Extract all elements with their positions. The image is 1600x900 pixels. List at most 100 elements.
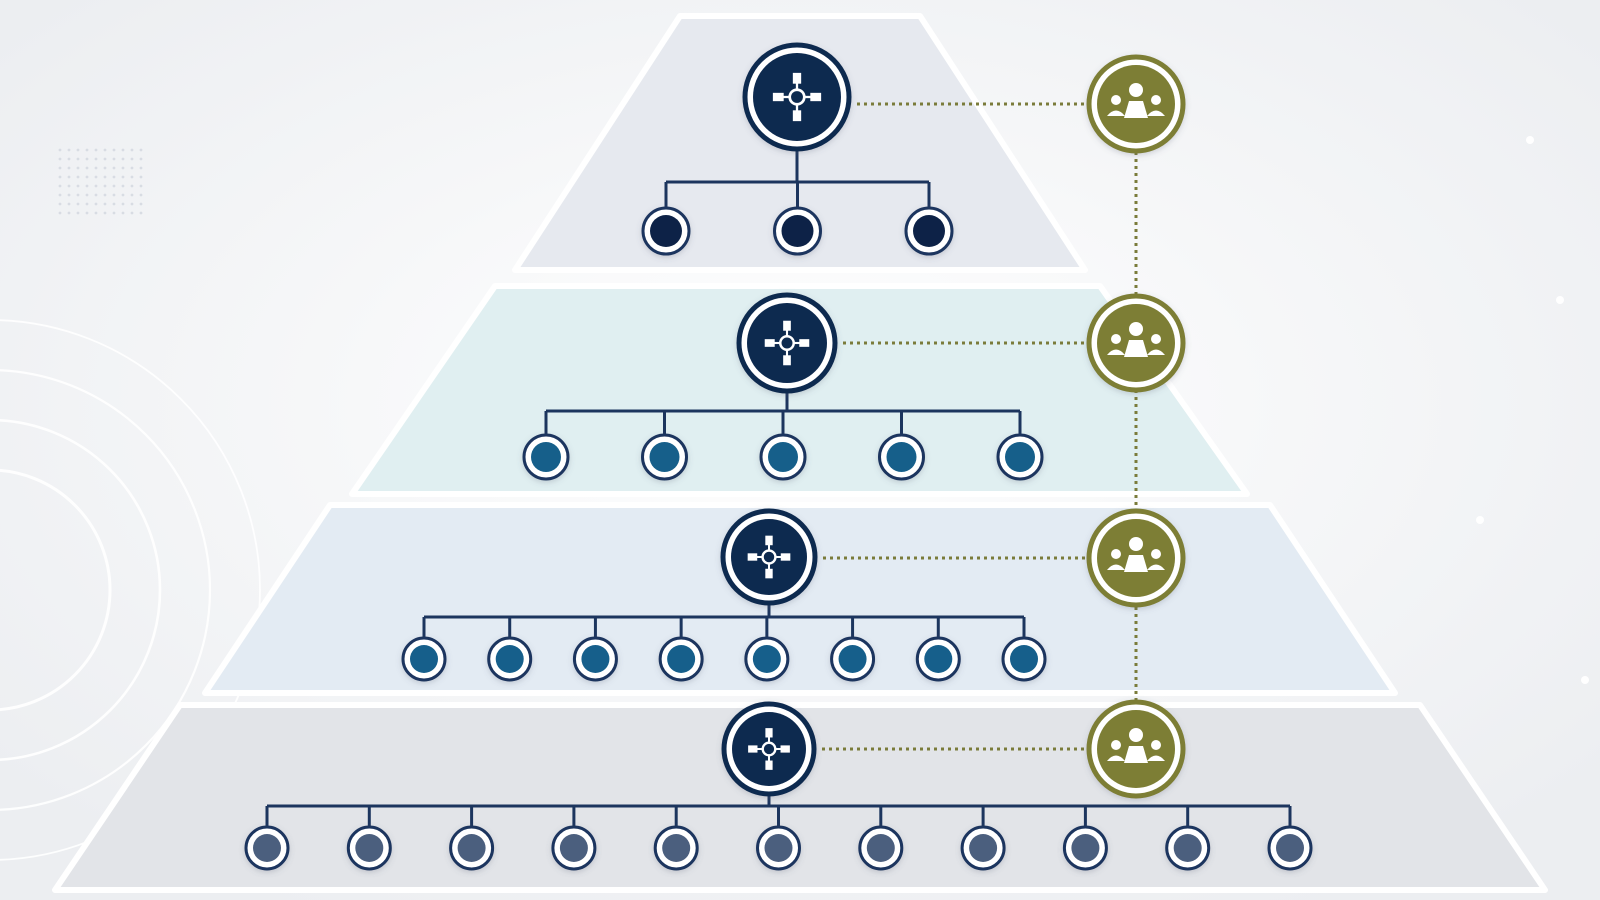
decor-dot bbox=[139, 175, 143, 179]
decor-dot bbox=[121, 148, 125, 152]
decor-dot bbox=[58, 166, 62, 170]
decor-dot bbox=[85, 184, 89, 188]
people-group-icon bbox=[1086, 508, 1186, 608]
decor-dot bbox=[58, 175, 62, 179]
decor-dot bbox=[139, 166, 143, 170]
decor-dot bbox=[85, 202, 89, 206]
decor-arc bbox=[0, 319, 261, 861]
tier-4-leaf-node bbox=[653, 825, 699, 871]
decor-dot bbox=[76, 202, 80, 206]
tier-2-leaf-node bbox=[996, 433, 1044, 481]
decor-dot bbox=[67, 211, 71, 215]
tier-4-leaf-node bbox=[551, 825, 597, 871]
decor-dot bbox=[67, 193, 71, 197]
decor-dot bbox=[103, 166, 107, 170]
decor-dot bbox=[58, 202, 62, 206]
decor-dot bbox=[76, 175, 80, 179]
decor-dot bbox=[112, 184, 116, 188]
decor-dot bbox=[76, 157, 80, 161]
tier-2-leaf-node bbox=[759, 433, 807, 481]
tier-3-tree-lines bbox=[422, 603, 1026, 638]
decor-dot bbox=[67, 157, 71, 161]
tier-1-leaf-node bbox=[773, 206, 822, 256]
decor-dot bbox=[94, 193, 98, 197]
decor-dot bbox=[130, 157, 134, 161]
tier-2-leaf-node bbox=[878, 433, 925, 481]
decor-dot bbox=[67, 202, 71, 206]
decor-dot bbox=[139, 184, 143, 188]
decor-dot bbox=[139, 157, 143, 161]
tier-2-tree-lines bbox=[544, 391, 1022, 435]
network-hub-icon bbox=[721, 701, 817, 797]
decor-dot bbox=[1556, 296, 1564, 304]
decor-dot bbox=[1526, 136, 1534, 144]
tier-4-tree-lines bbox=[265, 794, 1292, 827]
decor-dot bbox=[130, 202, 134, 206]
decor-dot bbox=[112, 202, 116, 206]
decor-dot bbox=[130, 175, 134, 179]
tier-1-tree-lines bbox=[664, 149, 931, 208]
decor-dot bbox=[112, 211, 116, 215]
decor-dot bbox=[1476, 516, 1484, 524]
decor-dot bbox=[94, 175, 98, 179]
tier-4-leaf-node bbox=[1062, 825, 1108, 871]
decor-dot bbox=[94, 211, 98, 215]
decor-dot bbox=[85, 166, 89, 170]
decor-dot bbox=[67, 166, 71, 170]
people-group-icon bbox=[1086, 699, 1186, 799]
decor-dot bbox=[103, 211, 107, 215]
decor-dot bbox=[112, 175, 116, 179]
decor-dot bbox=[67, 175, 71, 179]
decor-dot bbox=[121, 157, 125, 161]
decor-dot bbox=[112, 148, 116, 152]
tier-4-leaf-node bbox=[1267, 825, 1313, 871]
tier-3-leaf-node bbox=[401, 636, 447, 682]
decor-dot bbox=[121, 184, 125, 188]
decor-dot bbox=[67, 148, 71, 152]
tier-4-leaf-node bbox=[960, 825, 1006, 871]
tier-2-leaf-node bbox=[641, 433, 688, 481]
decor-dot bbox=[103, 175, 107, 179]
tier-3-leaf-node bbox=[1001, 636, 1047, 682]
decor-dot bbox=[130, 184, 134, 188]
decor-dot bbox=[103, 184, 107, 188]
tier-4-leaf-node bbox=[244, 825, 290, 871]
tier-3-leaf-node bbox=[572, 636, 618, 682]
people-group-icon bbox=[1086, 293, 1186, 393]
decor-dot bbox=[85, 211, 89, 215]
decor-dot bbox=[85, 148, 89, 152]
decor-dot bbox=[112, 166, 116, 170]
decor-dot bbox=[139, 193, 143, 197]
decor-dot bbox=[76, 148, 80, 152]
tier-3-leaf-node bbox=[915, 636, 961, 682]
decor-dot bbox=[94, 184, 98, 188]
decor-dot bbox=[130, 166, 134, 170]
stakeholder-links bbox=[822, 102, 1138, 751]
decor-arc bbox=[0, 369, 212, 811]
decor-dot bbox=[103, 148, 107, 152]
tier-4-leaf-node bbox=[449, 825, 495, 871]
tier-1-leaf-node bbox=[904, 206, 954, 256]
decor-dot bbox=[58, 184, 62, 188]
decor-dot bbox=[76, 193, 80, 197]
decor-dot bbox=[103, 202, 107, 206]
decor-dot bbox=[76, 166, 80, 170]
decor-dot bbox=[76, 184, 80, 188]
tier-3-leaf-node bbox=[744, 636, 790, 682]
decor-dot bbox=[85, 175, 89, 179]
network-hub-icon bbox=[736, 292, 838, 394]
tier-1-leaf-node bbox=[641, 206, 691, 256]
tier-3-leaf-node bbox=[658, 636, 704, 682]
decor-dot bbox=[67, 184, 71, 188]
decor-dot bbox=[121, 193, 125, 197]
tier-nodes bbox=[244, 42, 1313, 871]
decor-dot bbox=[58, 193, 62, 197]
decor-dot bbox=[121, 175, 125, 179]
decor-dot bbox=[112, 193, 116, 197]
decor-dot bbox=[121, 166, 125, 170]
tier-4-leaf-node bbox=[756, 825, 801, 871]
background-decoration bbox=[0, 136, 1589, 861]
tier-4-leaf-node bbox=[858, 825, 904, 871]
decor-dot bbox=[121, 202, 125, 206]
